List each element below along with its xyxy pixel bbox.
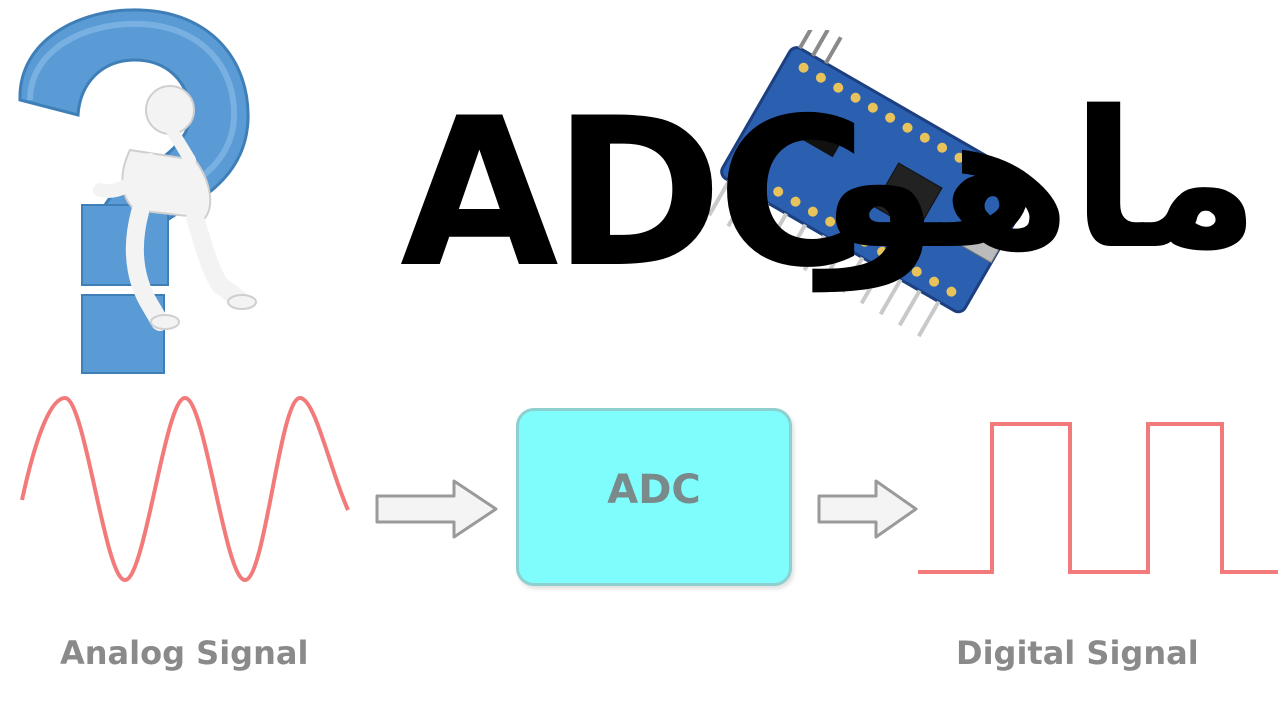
adc-converter-block: ADC [516,408,792,586]
thinking-person-icon [93,85,257,331]
digital-signal-wave [918,422,1278,574]
analog-signal-caption: Analog Signal [60,634,309,672]
microcontroller-board-icon [707,30,1035,338]
adc-converter-label: ADC [607,467,701,513]
arrow-adc-to-digital [817,479,918,539]
analog-signal-wave [20,395,350,583]
digital-signal-caption: Digital Signal [956,634,1199,672]
question-mark-illustration [0,0,306,420]
title-adc: ADC [400,75,867,313]
title-arabic: ماهو [820,70,1260,291]
arrow-analog-to-adc [375,479,498,539]
